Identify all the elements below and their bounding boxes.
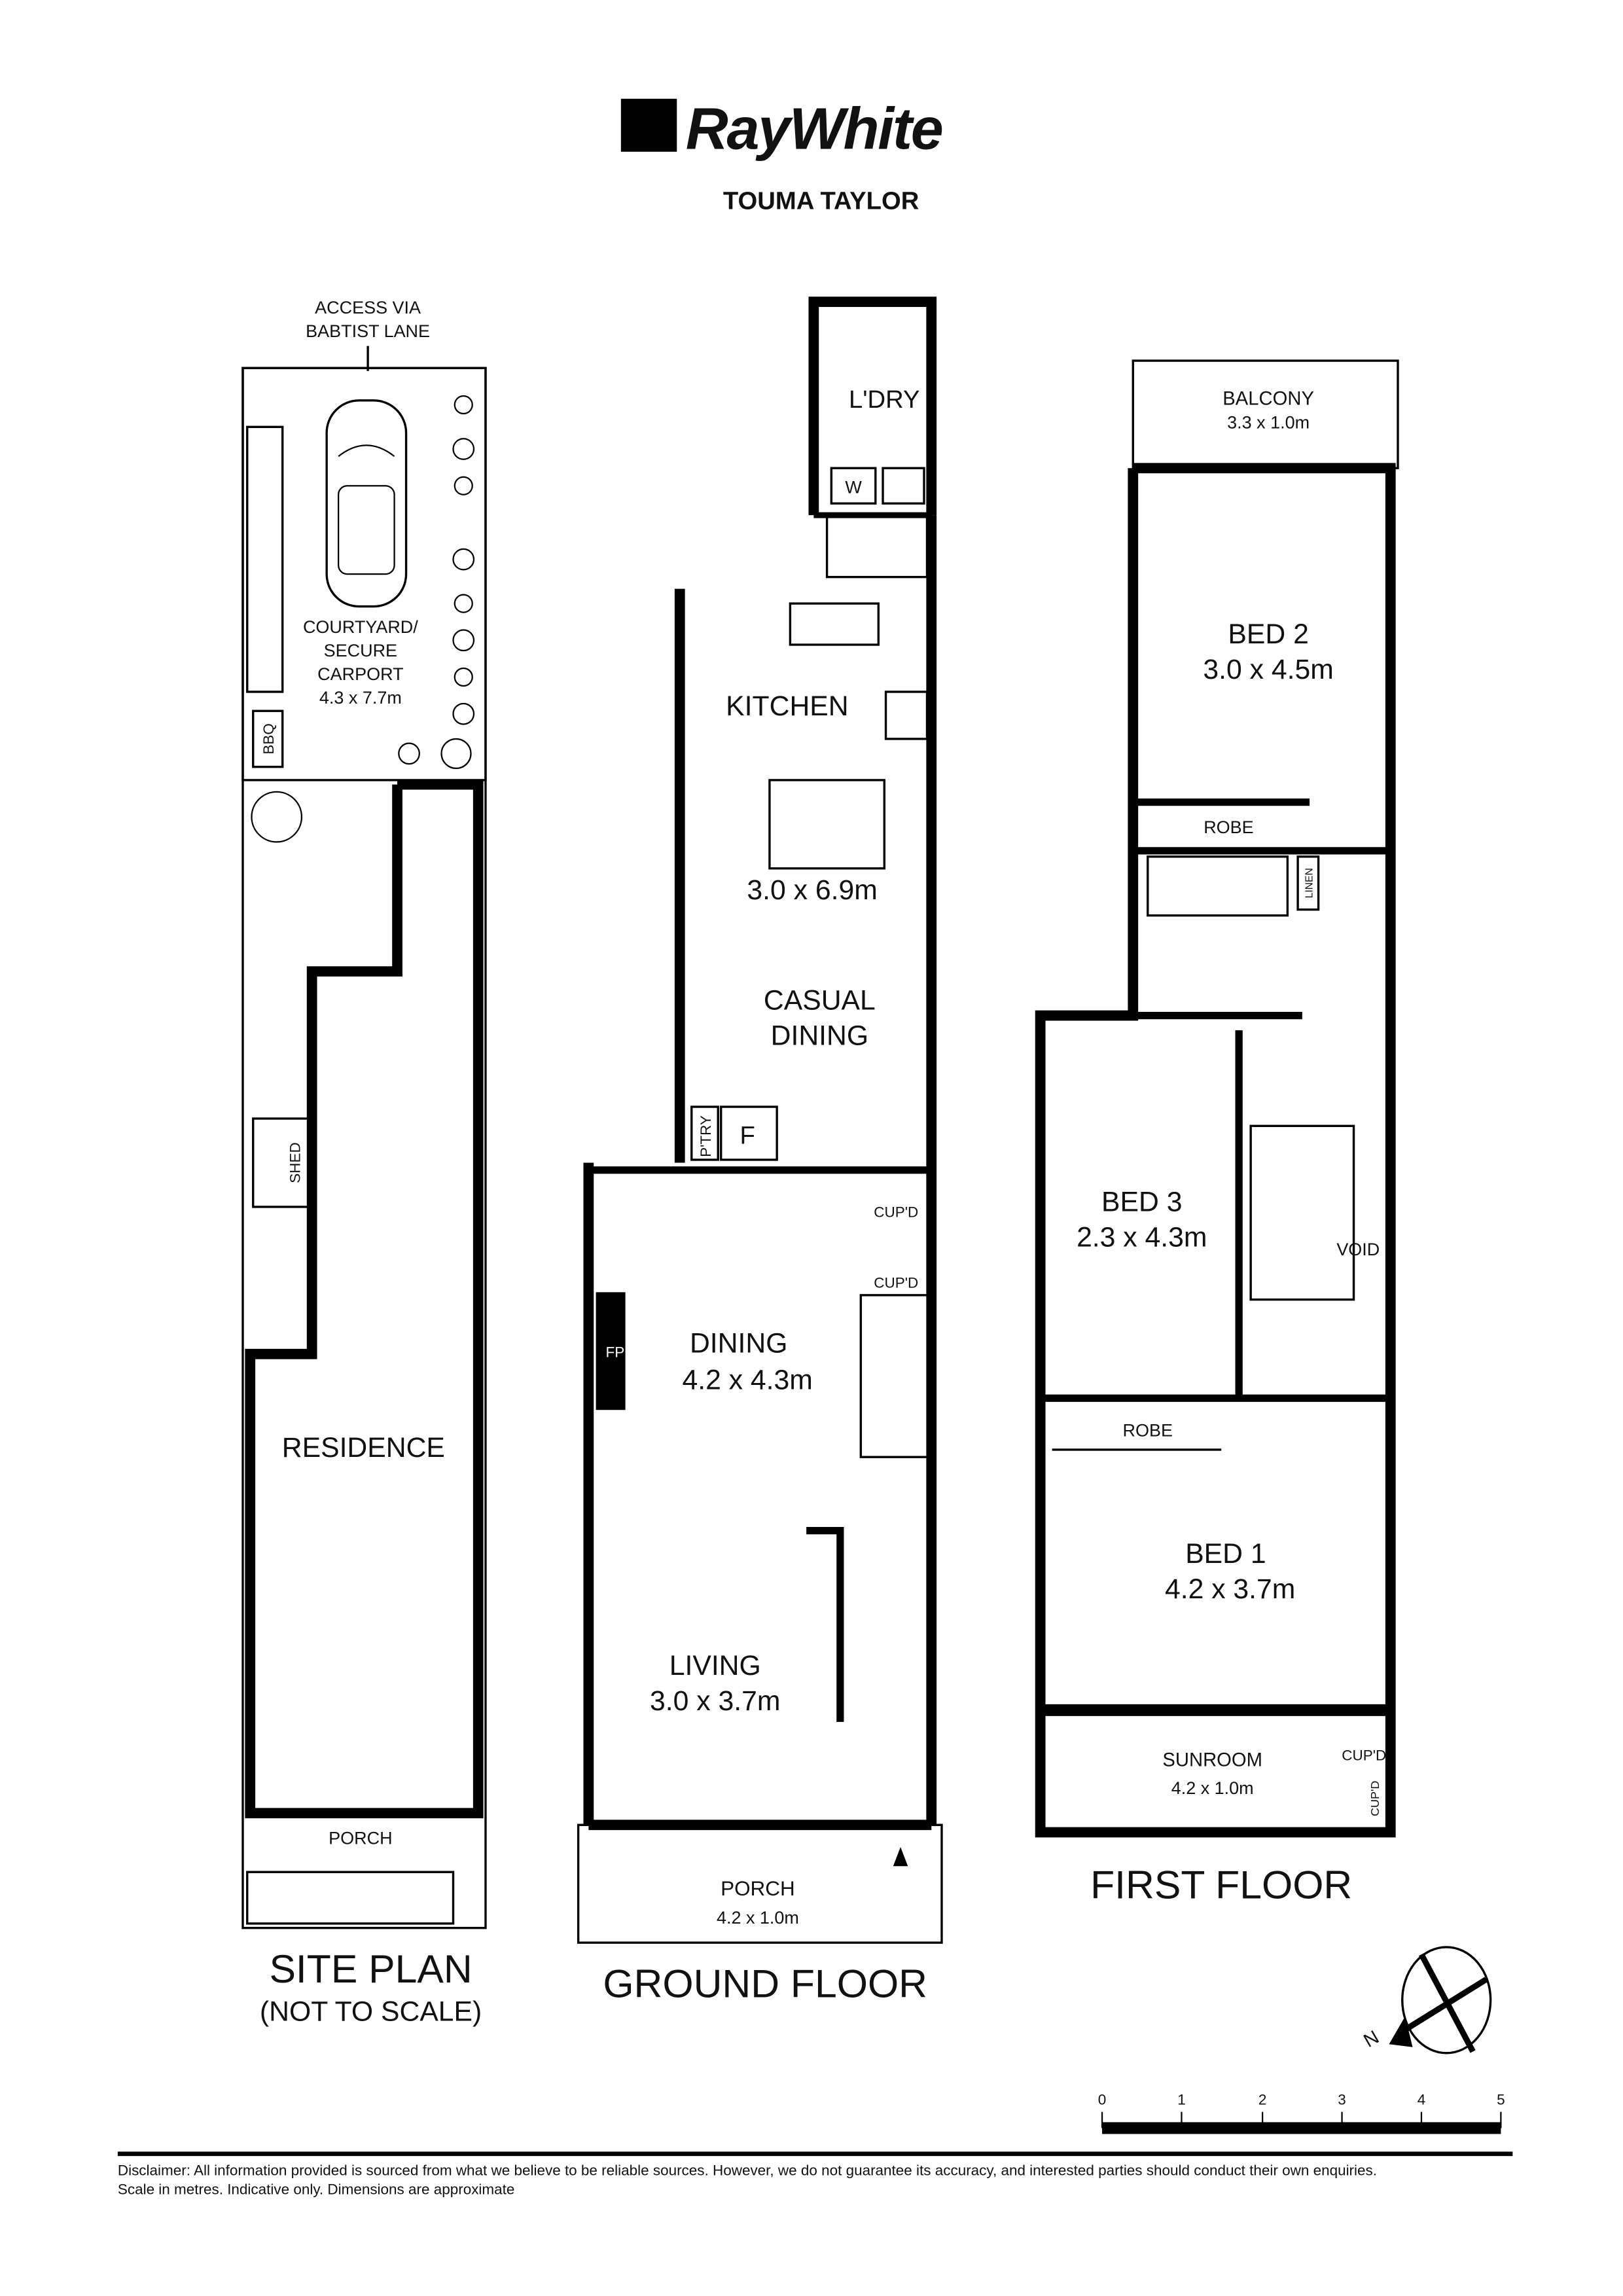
living-partition xyxy=(806,1526,844,1722)
divider xyxy=(117,2151,1513,2157)
pantry xyxy=(690,1105,719,1161)
fridge-label: F xyxy=(740,1121,755,1149)
bed1-label: BED 1 xyxy=(1185,1538,1266,1570)
garden-plants-icon xyxy=(398,395,475,770)
porch xyxy=(577,1823,943,1944)
north-compass-icon: N xyxy=(1361,1946,1492,2054)
linen-cupboard xyxy=(1296,855,1320,911)
first-floor: BALCONY 3.3 x 1.0m BED 2 3.0 x 4.5m ROBE… xyxy=(1035,359,1399,1907)
scale-tick-0: 0 xyxy=(1098,2091,1107,2108)
scale-bar-fill xyxy=(1102,2122,1501,2134)
kitchen-label: KITCHEN xyxy=(726,691,848,722)
scale-tick-3: 3 xyxy=(1338,2091,1346,2108)
sunroom-label: SUNROOM xyxy=(1162,1749,1262,1770)
toilet-room xyxy=(825,514,929,579)
site-plan-title: SITE PLAN xyxy=(269,1946,472,1991)
courtyard-label-1: COURTYARD/ xyxy=(303,617,418,637)
shed xyxy=(252,1117,313,1208)
access-label-1: ACCESS VIA xyxy=(315,298,421,317)
sunroom-cupboard-label-1: CUP'D xyxy=(1342,1747,1386,1763)
fireplace-label: FP xyxy=(605,1344,624,1360)
raywhite-logo: RayWhite xyxy=(620,96,944,162)
scale-bar: 0 1 2 3 4 5 xyxy=(1098,2091,1505,2134)
residence-label: RESIDENCE xyxy=(282,1432,445,1463)
scale-tick-5: 5 xyxy=(1497,2091,1505,2108)
bathtub xyxy=(1147,855,1289,917)
bbq-label: BBQ xyxy=(260,723,277,754)
north-label: N xyxy=(1361,2027,1383,2052)
sunroom-cupboard-label-2: CUP'D xyxy=(1368,1781,1382,1816)
staircase xyxy=(859,1294,930,1458)
dining-label: DINING xyxy=(690,1328,787,1359)
courtyard-label-2: SECURE xyxy=(324,641,397,660)
porch-dims: 4.2 x 1.0m xyxy=(717,1908,799,1928)
access-label-2: BABTIST LANE xyxy=(306,321,430,341)
living-dims: 3.0 x 3.7m xyxy=(650,1685,780,1717)
cooktop xyxy=(884,691,929,740)
bbq xyxy=(252,709,284,768)
office-name: TOUMA TAYLOR xyxy=(723,187,919,215)
linen-label: LINEN xyxy=(1304,868,1315,898)
ground-floor-title: GROUND FLOOR xyxy=(603,1961,927,2005)
site-plan-subtitle: (NOT TO SCALE) xyxy=(260,1996,482,2027)
courtyard xyxy=(241,367,487,781)
pantry-label: P'TRY xyxy=(698,1115,714,1157)
tree-icon xyxy=(251,791,303,843)
ground-floor: L'DRY W KITCHEN 3.0 x 6.9m CASUAL DINING… xyxy=(577,296,943,2005)
kitchen-sink xyxy=(789,602,880,646)
front-garden xyxy=(246,1871,455,1925)
casual-dining-label-1: CASUAL xyxy=(764,985,876,1016)
washer xyxy=(830,467,877,505)
fridge xyxy=(720,1105,778,1161)
courtyard-dims: 4.3 x 7.7m xyxy=(319,688,402,708)
entry-arrow-icon xyxy=(893,1846,908,1867)
brand-name: RayWhite xyxy=(686,96,942,162)
washer-label: W xyxy=(845,477,862,497)
kitchen-dims: 3.0 x 6.9m xyxy=(747,874,877,906)
courtyard-label-3: CARPORT xyxy=(317,664,403,684)
residence-footprint xyxy=(245,779,484,1819)
scale-tick-1: 1 xyxy=(1177,2091,1186,2108)
balcony-dims: 3.3 x 1.0m xyxy=(1227,413,1310,433)
stairwell xyxy=(1249,1124,1355,1301)
shed-label: SHED xyxy=(287,1142,304,1183)
first-floor-title: FIRST FLOOR xyxy=(1090,1863,1352,1907)
bed2-dims: 3.0 x 4.5m xyxy=(1203,654,1333,685)
casual-dining-label-2: DINING xyxy=(771,1020,868,1052)
side-bench xyxy=(246,425,284,693)
site-boundary xyxy=(241,367,487,1929)
porch-label: PORCH xyxy=(721,1877,795,1900)
kitchen-island xyxy=(768,779,885,870)
laundry-walls xyxy=(808,296,937,516)
fireplace xyxy=(596,1292,626,1410)
robe1-label: ROBE xyxy=(1204,817,1253,837)
robe2-label: ROBE xyxy=(1123,1421,1173,1441)
living-label: LIVING xyxy=(669,1650,761,1681)
bed2-label: BED 2 xyxy=(1228,619,1308,650)
void-label: VOID xyxy=(1336,1240,1380,1259)
bed3-label: BED 3 xyxy=(1101,1187,1182,1218)
sunroom-dims: 4.2 x 1.0m xyxy=(1171,1778,1254,1798)
disclaimer-line-2: Scale in metres. Indicative only. Dimens… xyxy=(118,2181,515,2198)
laundry-tub xyxy=(882,467,925,505)
bed1-dims: 4.2 x 3.7m xyxy=(1165,1573,1295,1605)
disclaimer-line-1: Disclaimer: All information provided is … xyxy=(118,2162,1377,2178)
site-porch-label: PORCH xyxy=(329,1828,392,1848)
scale-tick-2: 2 xyxy=(1258,2091,1266,2108)
scale-tick-4: 4 xyxy=(1418,2091,1426,2108)
car-icon xyxy=(325,399,408,608)
laundry-label: L'DRY xyxy=(849,386,920,414)
cupboard-label-2: CUP'D xyxy=(874,1275,918,1291)
cupboard-label-1: CUP'D xyxy=(874,1204,918,1221)
site-plan: ACCESS VIA BABTIST LANE COURTYARD/ SECUR… xyxy=(241,298,487,2027)
logo-square xyxy=(620,98,677,152)
balcony-label: BALCONY xyxy=(1222,389,1314,410)
bed3-dims: 2.3 x 4.3m xyxy=(1077,1222,1207,1253)
dining-dims: 4.2 x 4.3m xyxy=(682,1365,812,1396)
